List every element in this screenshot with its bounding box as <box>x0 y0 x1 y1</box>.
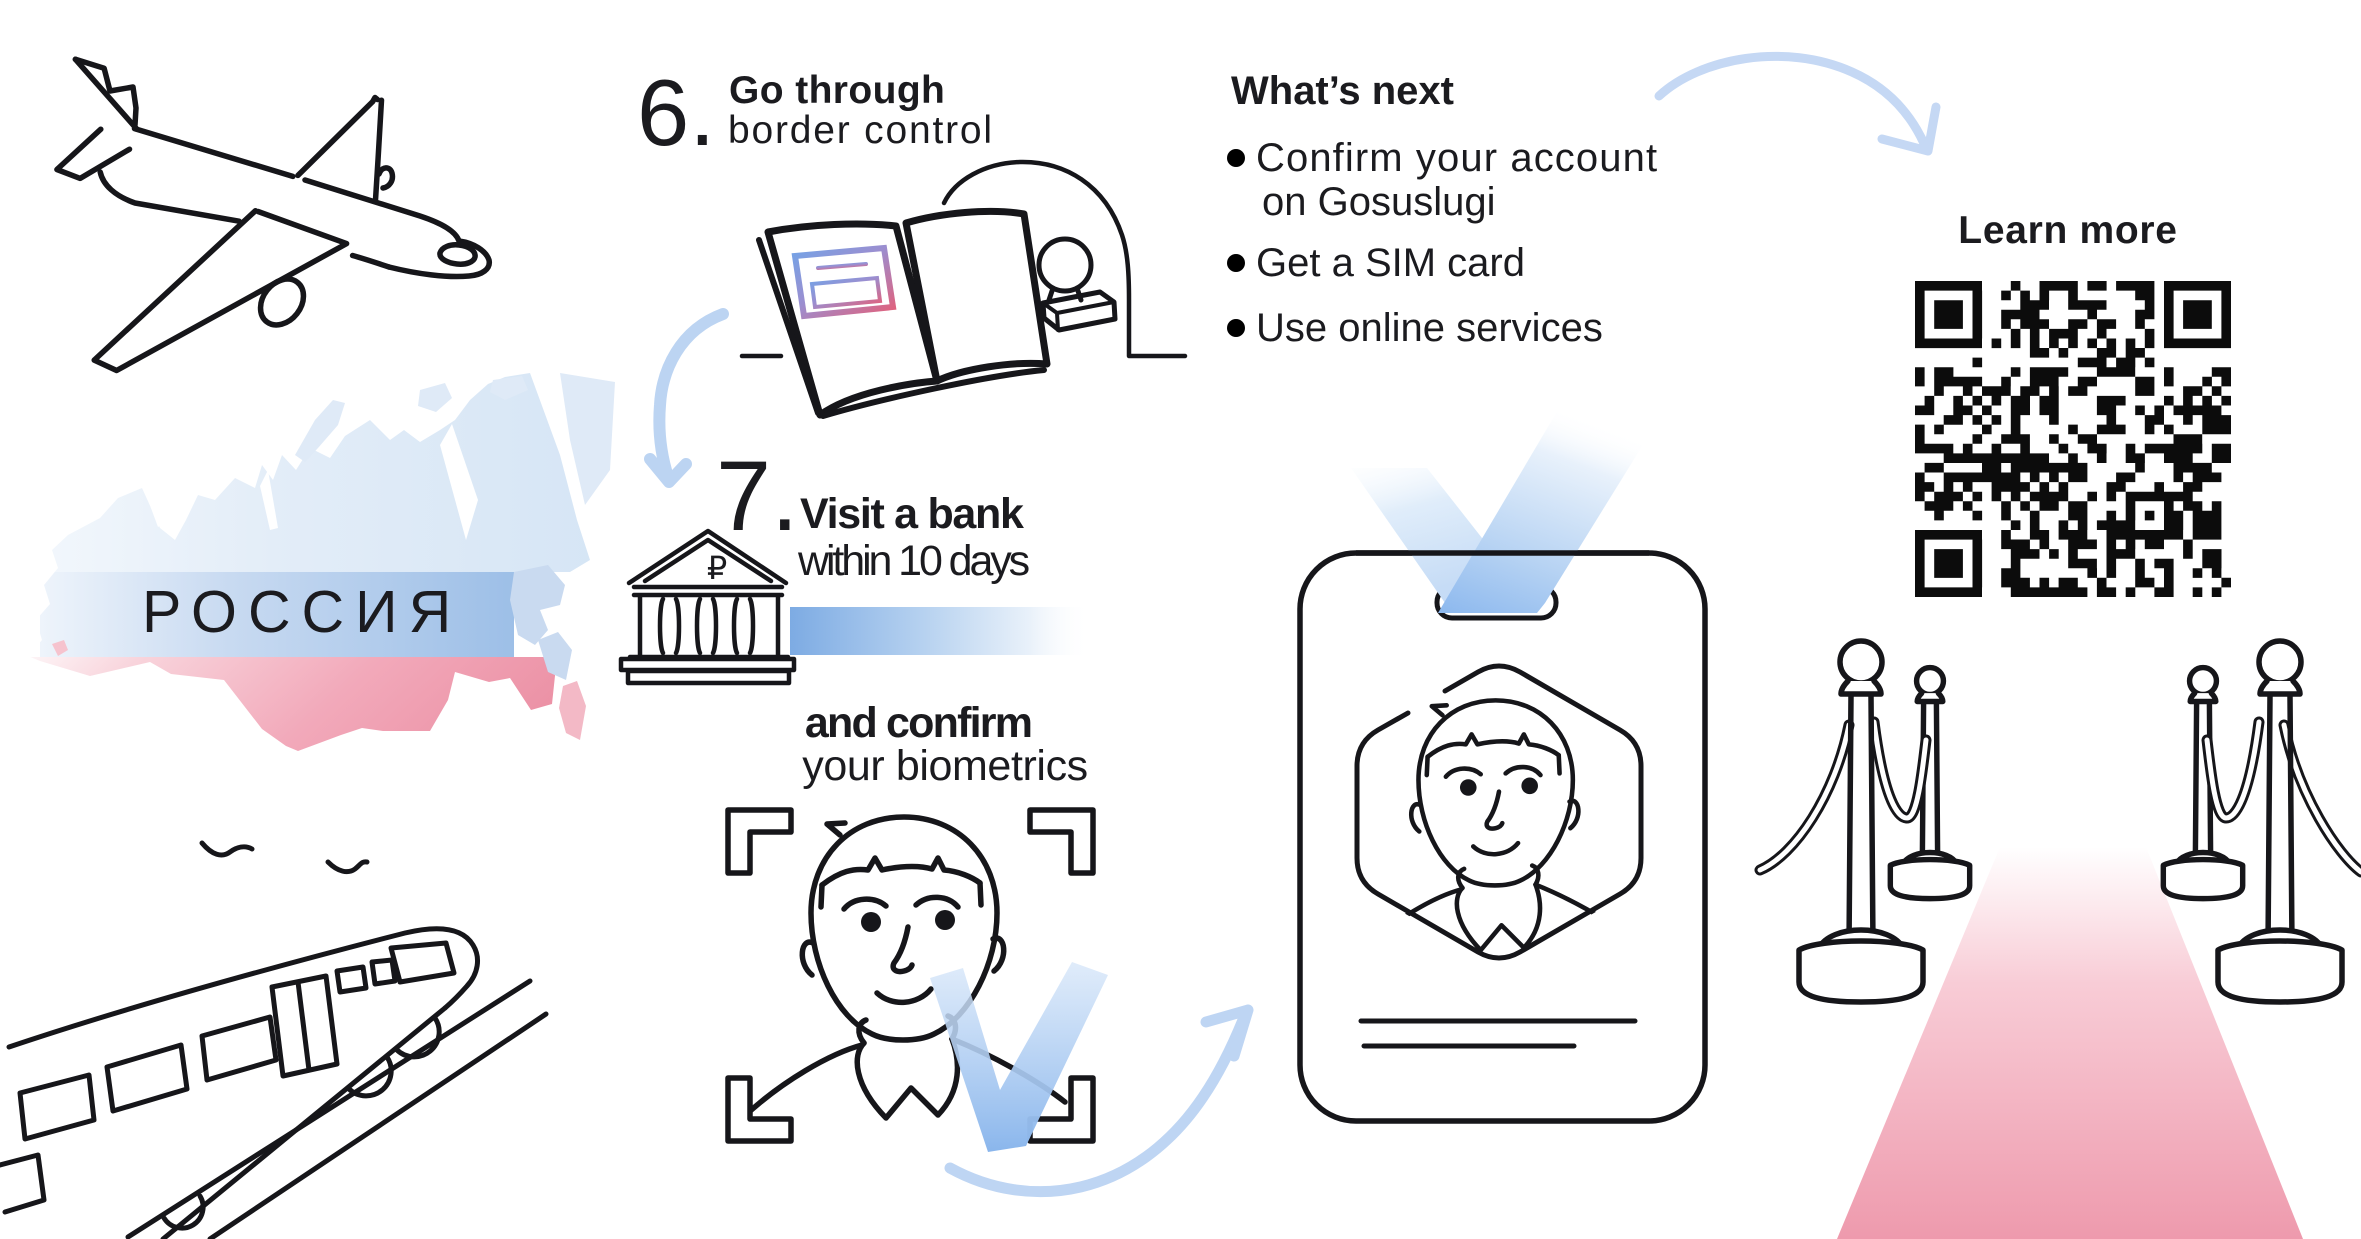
svg-text:Learn more: Learn more <box>1958 209 2177 252</box>
svg-text:Confirm your account: Confirm your account <box>1256 136 1658 180</box>
svg-text:your biometrics: your biometrics <box>802 742 1088 790</box>
svg-text:7.: 7. <box>716 440 799 551</box>
svg-text:Visit a bank: Visit a bank <box>800 490 1024 538</box>
svg-text:within 10 days: within 10 days <box>797 537 1029 585</box>
svg-text:6.: 6. <box>637 60 715 165</box>
svg-text:Get a SIM card: Get a SIM card <box>1256 241 1525 285</box>
svg-text:Use online services: Use online services <box>1256 306 1603 350</box>
svg-text:What’s next: What’s next <box>1231 69 1454 113</box>
svg-text:₽: ₽ <box>707 550 727 586</box>
svg-text:on Gosuslugi: on Gosuslugi <box>1262 180 1495 224</box>
svg-text:Go through: Go through <box>729 69 945 112</box>
svg-text:border control: border control <box>728 109 994 152</box>
svg-text:РОССИЯ: РОССИЯ <box>142 579 462 645</box>
svg-text:and confirm: and confirm <box>805 699 1031 747</box>
